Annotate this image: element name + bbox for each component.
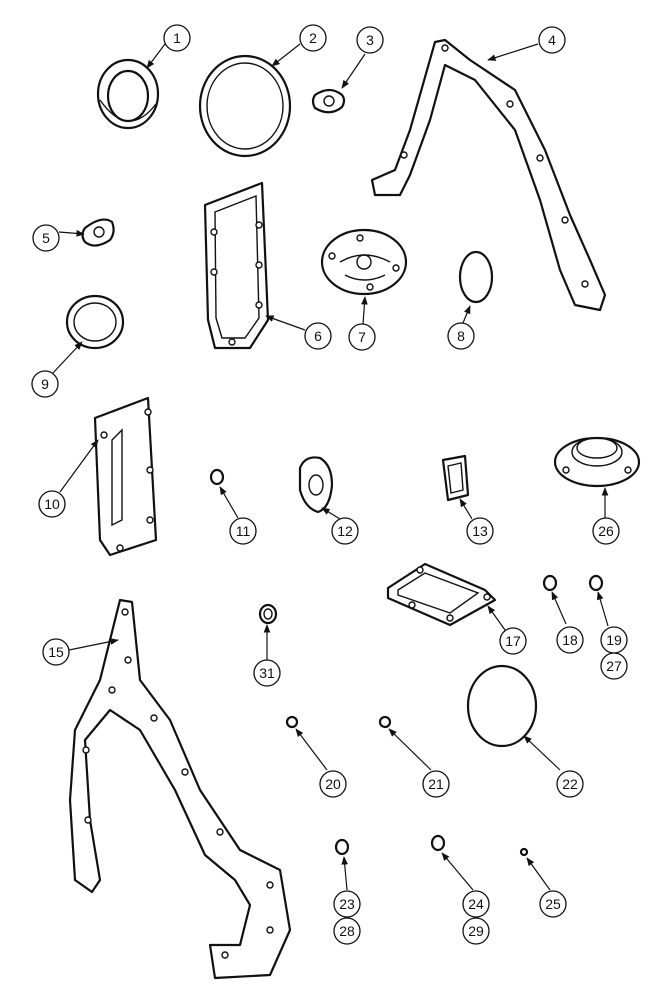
callout-4: 4 <box>538 26 566 54</box>
part-31-washer <box>258 603 278 625</box>
part-17-cover-gasket <box>386 562 497 627</box>
svg-text:10: 10 <box>44 496 60 512</box>
callout-29: 29 <box>462 917 490 945</box>
callout-1: 1 <box>163 24 191 52</box>
svg-text:5: 5 <box>42 230 50 246</box>
svg-text:17: 17 <box>505 633 521 649</box>
callout-6: 6 <box>304 322 332 350</box>
callout-25: 25 <box>539 890 567 918</box>
part-15-timing-cover-gasket <box>68 598 292 980</box>
svg-text:31: 31 <box>259 665 275 681</box>
callout-27: 27 <box>600 652 628 680</box>
svg-text:21: 21 <box>428 776 444 792</box>
callout-22: 22 <box>556 770 584 798</box>
callout-10: 10 <box>38 490 66 518</box>
part-11-o-ring <box>209 468 225 486</box>
part-18-o-ring <box>542 574 558 592</box>
part-21-o-ring <box>378 715 392 729</box>
callout-23: 23 <box>333 890 361 918</box>
svg-text:7: 7 <box>358 329 366 345</box>
callout-18: 18 <box>556 626 584 654</box>
callout-12: 12 <box>331 517 359 545</box>
callout-17: 17 <box>499 627 527 655</box>
svg-text:11: 11 <box>236 523 251 539</box>
callout-7: 7 <box>348 323 376 351</box>
part-6-cover-gasket <box>203 181 270 350</box>
svg-text:26: 26 <box>598 523 614 539</box>
part-7-plate-gasket <box>320 228 408 296</box>
part-2-large-ring <box>198 54 292 158</box>
svg-text:19: 19 <box>606 632 622 648</box>
svg-text:25: 25 <box>545 896 561 912</box>
svg-text:23: 23 <box>339 896 355 912</box>
svg-text:29: 29 <box>468 923 484 939</box>
callout-11: 11 <box>229 517 257 545</box>
part-1-seal <box>96 58 160 130</box>
callout-26: 26 <box>592 517 620 545</box>
part-10-plate-gasket <box>93 396 158 557</box>
svg-text:27: 27 <box>606 658 622 674</box>
svg-text:13: 13 <box>472 523 488 539</box>
part-5-flange-gasket <box>81 218 115 247</box>
part-4-curved-gasket <box>370 38 607 312</box>
svg-text:6: 6 <box>314 328 322 344</box>
callout-21: 21 <box>422 770 450 798</box>
svg-text:28: 28 <box>339 923 355 939</box>
leader-lines <box>52 43 609 891</box>
callout-5: 5 <box>32 224 60 252</box>
part-3-flange-gasket <box>311 88 346 114</box>
part-24-o-ring <box>430 834 446 852</box>
svg-text:2: 2 <box>309 30 317 46</box>
svg-text:4: 4 <box>548 32 556 48</box>
svg-text:9: 9 <box>41 376 49 392</box>
part-22-cover-disc <box>466 664 538 748</box>
callout-24: 24 <box>462 890 490 918</box>
svg-text:18: 18 <box>562 632 578 648</box>
callout-9: 9 <box>31 370 59 398</box>
part-20-o-ring <box>285 715 299 729</box>
part-8-disc <box>458 250 494 304</box>
callout-15: 15 <box>42 638 70 666</box>
callout-20: 20 <box>319 770 347 798</box>
svg-text:22: 22 <box>562 776 578 792</box>
part-12-flange-gasket <box>298 456 334 514</box>
part-19-o-ring <box>588 574 604 592</box>
svg-text:12: 12 <box>337 523 353 539</box>
svg-text:20: 20 <box>325 776 341 792</box>
callout-13: 13 <box>466 517 494 545</box>
callout-2: 2 <box>299 24 327 52</box>
svg-text:15: 15 <box>48 644 64 660</box>
svg-text:3: 3 <box>366 32 374 48</box>
part-25-o-ring <box>519 847 529 857</box>
callout-31: 31 <box>253 659 281 687</box>
svg-text:24: 24 <box>468 896 484 912</box>
part-23-o-ring <box>334 838 350 856</box>
svg-text:8: 8 <box>457 328 465 344</box>
callout-8: 8 <box>447 322 475 350</box>
callout-3: 3 <box>356 26 384 54</box>
part-26-flange-seal <box>553 436 641 488</box>
part-13-small-gasket <box>441 454 470 502</box>
callout-19: 19 <box>600 626 628 654</box>
svg-text:1: 1 <box>173 30 181 46</box>
part-9-seal-ring <box>65 294 125 350</box>
callout-28: 28 <box>333 917 361 945</box>
